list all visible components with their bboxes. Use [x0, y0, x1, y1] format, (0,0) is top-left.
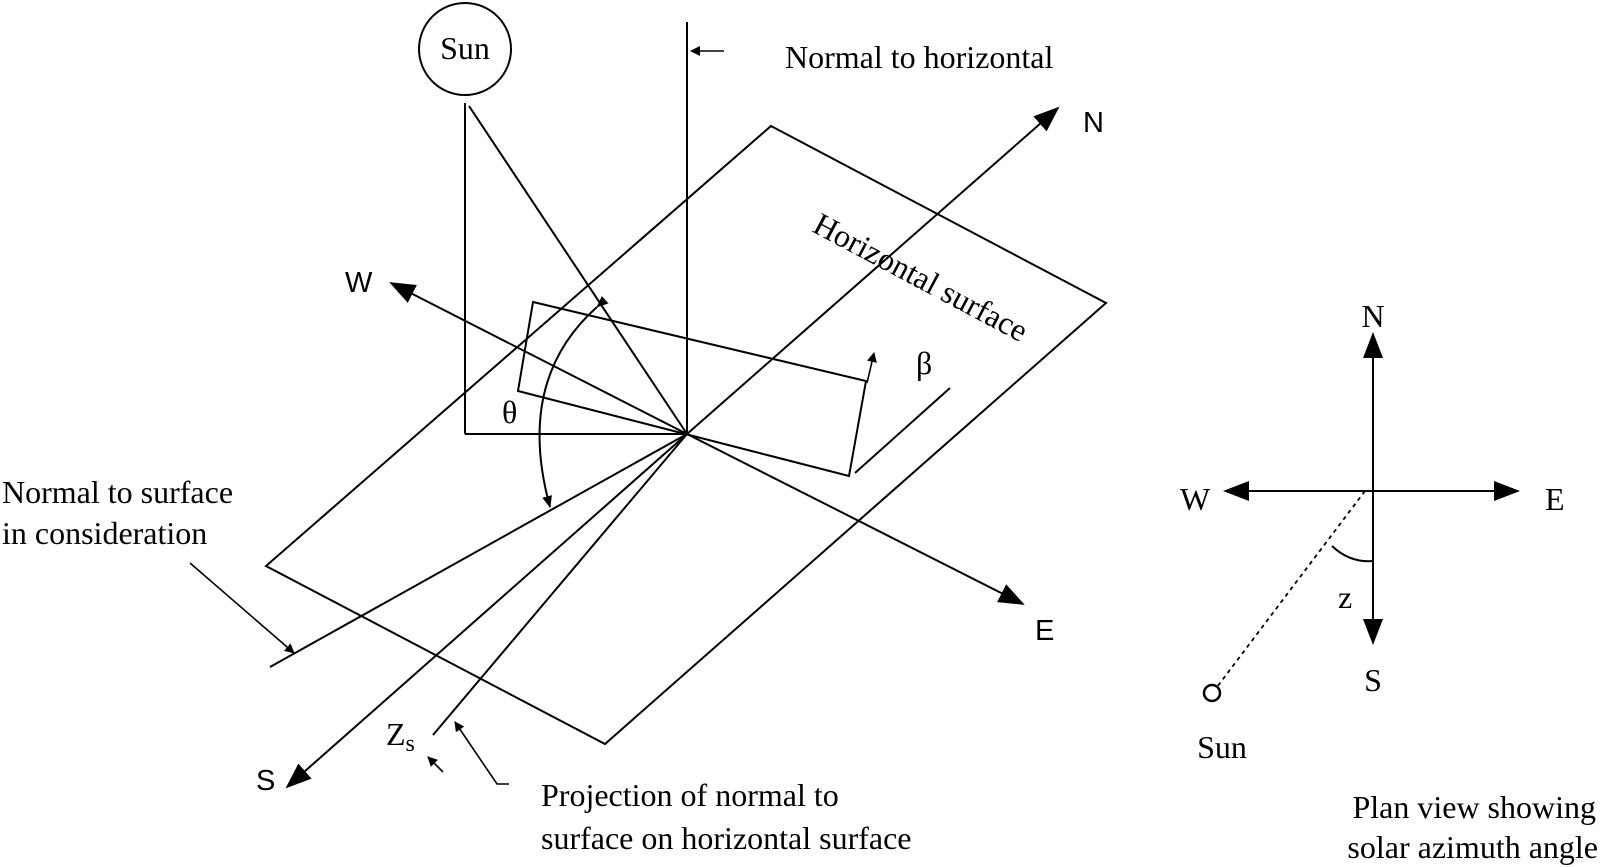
projection-pointer: [454, 721, 509, 785]
projection-line: [432, 433, 688, 736]
normal-to-surface-label-line1: Normal to surface: [2, 474, 233, 510]
azimuth-angle-arc: [1331, 545, 1374, 563]
plan-north-label: N: [1361, 298, 1384, 334]
plan-sun-label: Sun: [1197, 729, 1247, 765]
north-axis: [686, 106, 1060, 435]
west-label: W: [345, 267, 373, 299]
theta-label: θ: [502, 394, 517, 430]
normal-to-surface-pointer: [189, 562, 295, 654]
normal-to-horizontal-label: Normal to horizontal: [785, 39, 1053, 75]
plan-east-label: E: [1545, 481, 1565, 517]
east-label: E: [1035, 615, 1054, 647]
south-label: S: [256, 765, 275, 797]
zs-pointer: [427, 756, 444, 773]
horizontal-surface-label: Horizontal surface: [808, 205, 1034, 348]
plan-view: N W E S z Sun Plan view showing solar az…: [1180, 298, 1598, 865]
west-axis: [389, 282, 688, 435]
plan-west-label: W: [1180, 481, 1211, 517]
beta-tick: [866, 352, 877, 384]
tilted-surface-plane: [516, 300, 868, 478]
normal-to-surface-label-line2: in consideration: [2, 515, 207, 551]
horizontal-surface-plane: [264, 124, 1108, 746]
normal-to-surface-line: [269, 433, 688, 668]
plan-azimuth-label: z: [1338, 579, 1352, 615]
main-diagram: Sun Normal to horizontal: [2, 2, 1108, 856]
beta-label: β: [916, 345, 932, 381]
zs-main: Z: [386, 716, 406, 752]
plan-sun-marker: [1202, 683, 1222, 703]
zs-subscript: s: [406, 731, 415, 757]
theta-angle-arc: [538, 295, 609, 508]
east-axis: [686, 433, 1025, 605]
projection-label-line2: surface on horizontal surface: [541, 820, 911, 856]
beta-reference-line: [854, 387, 951, 474]
plan-caption-line2: solar azimuth angle: [1347, 829, 1598, 865]
plan-south-label: S: [1364, 662, 1382, 698]
sun-symbol: Sun: [418, 2, 512, 96]
projection-label-line1: Projection of normal to: [541, 777, 839, 813]
plan-sun-direction-line: [1216, 490, 1366, 688]
sun-label: Sun: [440, 30, 490, 66]
plan-caption-line1: Plan view showing: [1352, 789, 1596, 825]
south-axis: [285, 433, 688, 789]
sun-ray: [468, 105, 688, 435]
sun-circle: [418, 2, 512, 96]
north-label: N: [1083, 107, 1104, 139]
zs-label: Zs: [386, 716, 415, 757]
